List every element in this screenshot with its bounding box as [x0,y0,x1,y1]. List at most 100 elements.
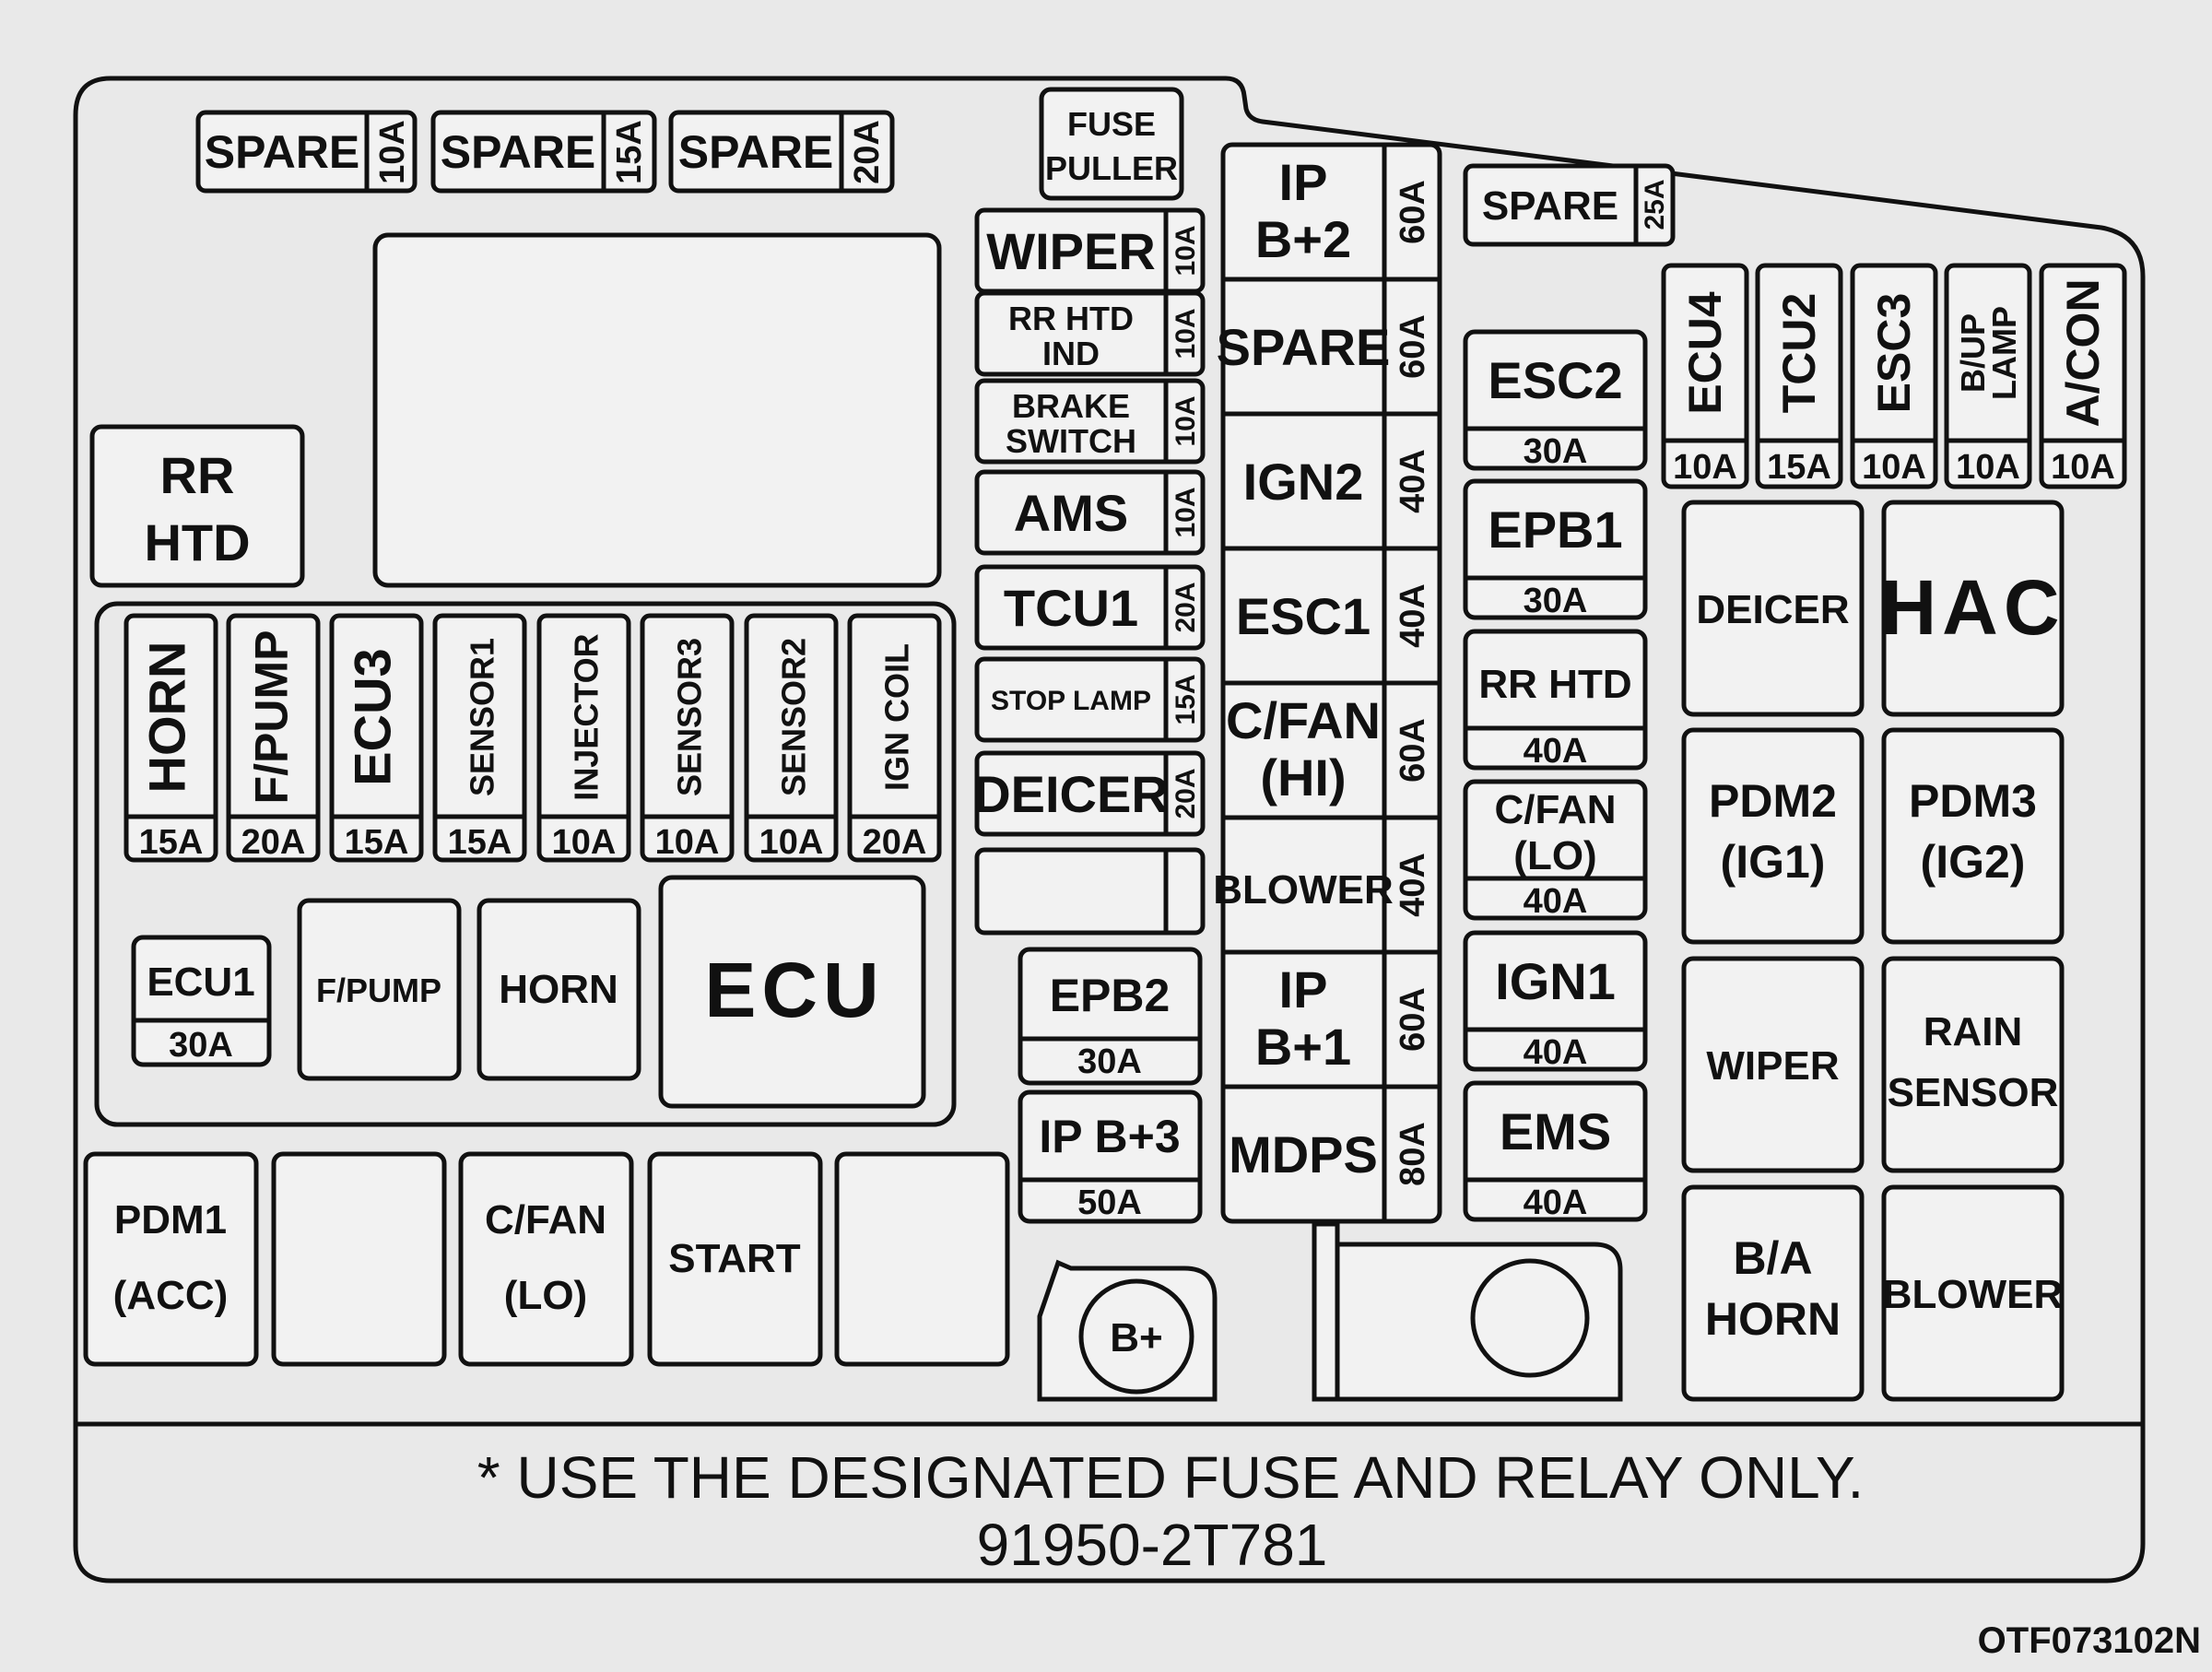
spare-fuse-1[interactable]: SPARE 10A [195,110,418,194]
svg-text:15A: 15A [345,823,409,862]
relay-hac[interactable]: HAC [1881,500,2065,717]
fuse-c-fan-lo[interactable]: C/FAN(LO)40A [1463,779,1648,921]
svg-text:PDM3: PDM3 [1909,775,2037,827]
svg-text:(HI): (HI) [1260,748,1346,807]
relay-cfan-lo[interactable]: C/FAN (LO) [458,1151,634,1367]
spare-fuse-3[interactable]: SPARE 20A [668,110,895,194]
fuse-esc3[interactable]: ESC3 10A [1850,263,1938,489]
svg-text:IP: IP [1279,153,1328,211]
b-plus-terminal[interactable]: B+ [1037,1259,1218,1402]
svg-text:(LO): (LO) [1513,833,1596,878]
svg-text:SPARE: SPARE [441,126,596,178]
svg-text:BLOWER: BLOWER [1883,1272,2064,1317]
relay-fpump[interactable]: F/PUMP [297,898,462,1081]
relay-pdm1[interactable]: PDM1 (ACC) [83,1151,259,1367]
empty-block [372,232,942,588]
svg-text:10A: 10A [1862,448,1926,487]
svg-text:LAMP: LAMP [1985,306,2023,400]
svg-text:STOP LAMP: STOP LAMP [991,686,1151,716]
svg-text:EPB1: EPB1 [1488,500,1622,559]
relay-pdm3-ig2[interactable]: PDM3 (IG2) [1881,727,2065,945]
svg-text:SPARE: SPARE [678,126,834,178]
svg-text:30A: 30A [169,1026,233,1065]
fuse-ip-b3[interactable]: IP B+3 50A [1018,1089,1203,1224]
svg-text:10A: 10A [1956,448,2020,487]
relay-pdm2-ig1[interactable]: PDM2(IG1) [1681,727,1865,945]
relay-start[interactable]: START [647,1151,823,1367]
svg-text:40A: 40A [1394,583,1432,648]
svg-text:ESC3: ESC3 [1868,293,1920,414]
mega-fuse-c-fan-hi[interactable]: C/FAN(HI)60A [1223,680,1440,816]
spare-fuse-2[interactable]: SPARE 15A [430,110,657,194]
svg-text:40A: 40A [1524,1183,1588,1222]
fuse-ecu1[interactable]: ECU1 30A [131,935,272,1067]
svg-text:(IG2): (IG2) [1921,836,2026,888]
relay-ecu[interactable]: ECU [658,875,926,1109]
svg-text:SPARE: SPARE [1482,183,1618,229]
svg-text:INJECTOR: INJECTOR [568,633,606,800]
fuse-ign-coil[interactable]: IGN COIL 20A [847,613,942,863]
svg-text:B+1: B+1 [1255,1018,1351,1076]
relay-blower[interactable]: BLOWER [1881,1184,2065,1402]
svg-text:40A: 40A [1394,853,1432,917]
svg-text:30A: 30A [1077,1042,1142,1081]
fuse-ecu3[interactable]: ECU3 15A [329,613,424,863]
svg-text:60A: 60A [1394,314,1432,379]
svg-text:20A: 20A [863,823,927,862]
svg-text:B/UP: B/UP [1954,313,1992,393]
svg-text:10A: 10A [373,120,412,184]
svg-text:ECU3: ECU3 [344,648,402,785]
svg-text:(LO): (LO) [504,1273,587,1318]
svg-text:HORN: HORN [138,642,196,794]
svg-text:MDPS: MDPS [1229,1125,1378,1183]
fuse-empty [974,847,1206,936]
fuse-epb2[interactable]: EPB2 30A [1018,947,1203,1086]
svg-text:20A: 20A [848,120,887,184]
svg-text:B+2: B+2 [1255,210,1351,268]
figure-code: OTF073102N [1977,1620,2201,1661]
fuse-puller[interactable]: FUSE PULLER [1039,87,1184,201]
relay-wiper[interactable]: WIPER [1681,956,1865,1173]
svg-text:F/PUMP: F/PUMP [246,630,298,805]
svg-text:IGN COIL: IGN COIL [878,643,916,791]
spare-fuse-25a[interactable]: SPARE 25A [1463,163,1676,247]
svg-text:40A: 40A [1524,732,1588,771]
svg-text:WIPER: WIPER [1706,1043,1839,1089]
relay-horn[interactable]: HORN [477,898,641,1081]
relay-rr-htd[interactable]: RR HTD [89,424,305,588]
relay-deicer[interactable]: DEICER [1681,500,1865,717]
